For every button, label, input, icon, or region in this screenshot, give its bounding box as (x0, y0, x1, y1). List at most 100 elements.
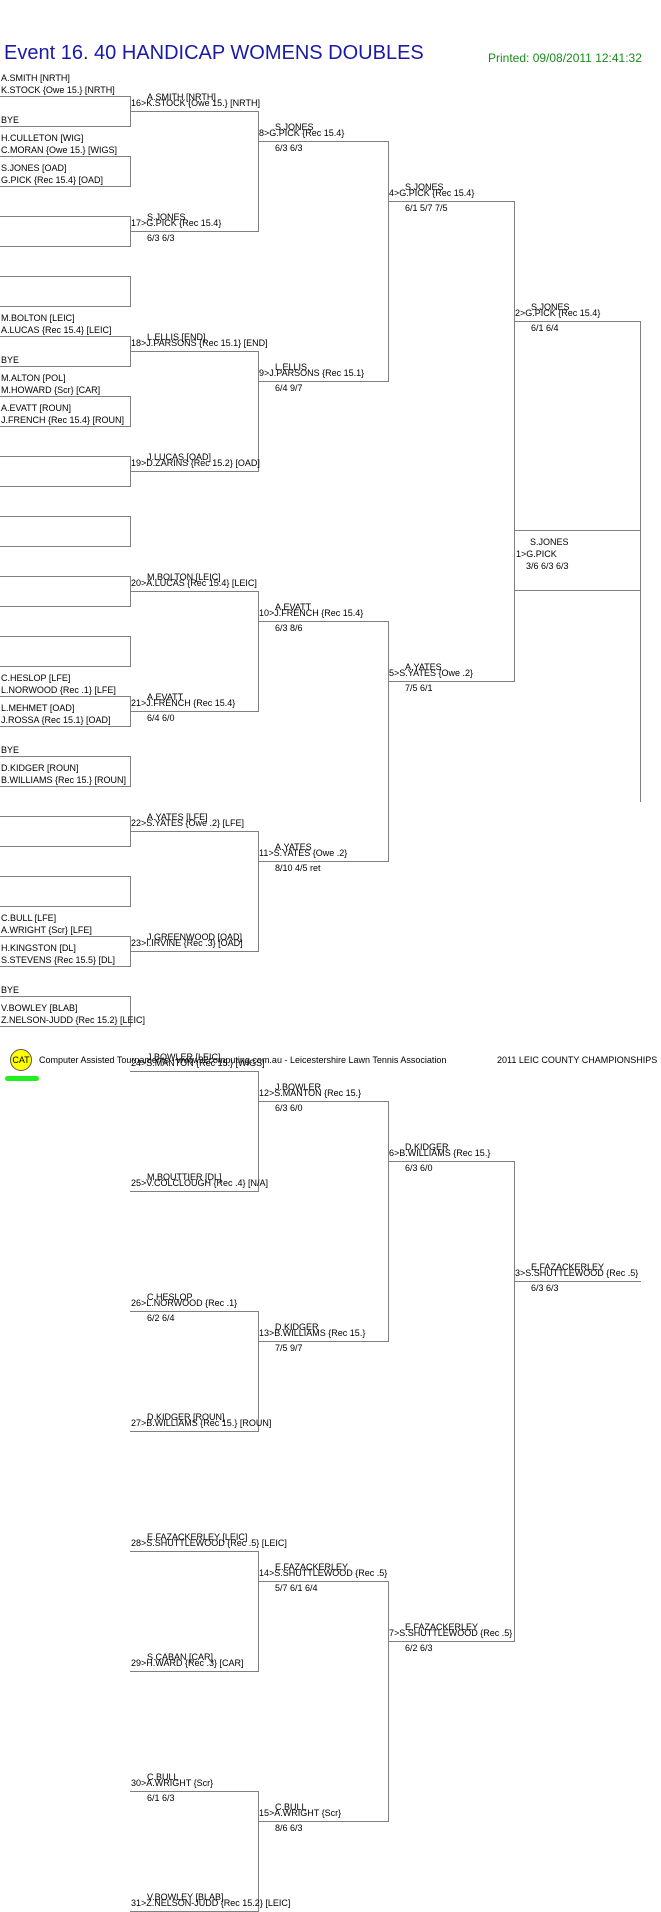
player-entry: A.LUCAS {Rec 15.4} [LEIC] (1, 325, 112, 335)
match-number: 5 (389, 668, 395, 678)
bracket-line (130, 756, 131, 787)
match-arrow: > (264, 128, 270, 138)
match-number: 11 (259, 848, 269, 858)
match-score: 7/5 6/1 (405, 683, 433, 693)
player-entry: H.KINGSTON [DL] (1, 943, 76, 953)
match-winner-name: J.BOWLER [LEIC] (147, 1052, 221, 1062)
bracket-line (258, 621, 389, 622)
bracket-line (0, 846, 131, 847)
match-winner-partner: 22>S.YATES {Owe .2} [LFE] (131, 818, 244, 829)
bracket-line (388, 1581, 389, 1822)
bracket-line (0, 756, 131, 757)
match-arrow: > (141, 1058, 147, 1068)
match-winner-partner: 23>I.IRVINE {Rec .3} [OAD] (131, 938, 243, 949)
match-arrow: > (141, 98, 147, 108)
bracket-line (0, 936, 131, 937)
bracket-line (514, 201, 515, 682)
match-arrow: > (141, 338, 147, 348)
match-winner-name: D.KIDGER (405, 1142, 449, 1152)
bracket-line (130, 231, 259, 232)
match-arrow: > (141, 938, 147, 948)
match-score: 6/3 6/3 (275, 143, 303, 153)
bracket-line (0, 546, 131, 547)
partner-name: I.IRVINE {Rec .3} [OAD] (146, 938, 243, 948)
match-winner-name: A.YATES [LFE] (147, 812, 208, 822)
match-winner-partner: 11>S.YATES {Owe .2} (259, 848, 347, 859)
bracket-line (514, 530, 515, 591)
match-arrow: > (141, 1178, 147, 1188)
match-winner-name: L.ELLIS [END] (147, 332, 206, 342)
player-entry: M.BOLTON [LEIC] (1, 313, 75, 323)
match-arrow: > (520, 308, 526, 318)
bracket-line (0, 966, 131, 967)
partner-name: A.WRIGHT {Scr} (146, 1778, 214, 1788)
bracket-line (514, 1281, 641, 1282)
player-entry: A.SMITH [NRTH] (1, 73, 70, 83)
partner-name: S.YATES {Owe .2} [LFE] (146, 818, 244, 828)
page-title: Event 16. 40 HANDICAP WOMENS DOUBLES (4, 42, 424, 64)
match-score: 6/4 6/0 (147, 713, 175, 723)
match-winner-partner: 27>B.WILLIAMS {Rec 15.} [ROUN] (131, 1418, 271, 1429)
match-score: 8/10 4/5 ret (275, 863, 321, 873)
bracket-line (0, 606, 131, 607)
partner-name: L.NORWOOD {Rec .1} (146, 1298, 238, 1308)
player-entry: L.MEHMET [OAD] (1, 703, 75, 713)
match-arrow: > (141, 698, 147, 708)
match-number: 16 (131, 98, 142, 108)
bracket-line (258, 1101, 389, 1102)
bracket-line (130, 1791, 259, 1792)
bracket-line (130, 396, 131, 427)
match-number: 18 (131, 338, 142, 348)
match-score: 6/1 6/3 (147, 1793, 175, 1803)
match-winner-partner: 3>S.SHUTTLEWOOD {Rec .5} (515, 1268, 638, 1279)
player-entry: G.PICK {Rec 15.4} [OAD] (1, 175, 104, 185)
bracket-line (258, 591, 259, 712)
match-winner-name: A.EVATT (275, 602, 312, 612)
bracket-line (0, 336, 131, 337)
bracket-line (514, 590, 641, 591)
match-number: 20 (131, 578, 142, 588)
match-winner-name: A.YATES (275, 842, 312, 852)
bracket-line (0, 516, 131, 517)
match-score: 6/1 6/4 (531, 323, 559, 333)
bracket-line (130, 351, 259, 352)
match-winner-name: S.JONES (147, 212, 186, 222)
bracket-line (258, 1581, 389, 1582)
bracket-line (258, 831, 259, 952)
match-winner-partner: 6>B.WILLIAMS {Rec 15.} (389, 1148, 490, 1159)
champion-name: S.JONES (530, 537, 569, 547)
match-winner-partner: 8>G.PICK {Rec 15.4} (259, 128, 344, 139)
bracket-line (0, 906, 131, 907)
match-number: 17 (131, 218, 142, 228)
match-number: 4 (389, 188, 395, 198)
bracket-line (640, 321, 641, 802)
match-winner-partner: 12>S.MANTON {Rec 15.} (259, 1088, 361, 1099)
match-winner-name: J.LUCAS [OAD] (147, 452, 212, 462)
bracket-line (130, 1071, 259, 1072)
player-entry: S.JONES [OAD] (1, 163, 67, 173)
bracket-line (0, 876, 131, 877)
match-winner-partner: 5>S.YATES {Owe .2} (389, 668, 473, 679)
player-entry: S.STEVENS {Rec 15.5} [DL] (1, 955, 116, 965)
bracket-line (130, 711, 259, 712)
partner-name: D.ZARINS {Rec 15.2} [OAD] (146, 458, 260, 468)
player-entry: J.FRENCH {Rec 15.4} [ROUN] (1, 415, 125, 425)
match-winner-name: S.JONES (531, 302, 570, 312)
bye-entry: BYE (1, 115, 20, 125)
bracket-line (130, 1191, 259, 1192)
bracket-line (514, 321, 641, 322)
partner-name: G.PICK {Rec 15.4} (525, 308, 601, 318)
bracket-line (514, 530, 641, 531)
partner-name: S.SHUTTLEWOOD {Rec .5} (525, 1268, 639, 1278)
match-winner-partner: 31>Z.NELSON-JUDD {Rec 15.2} [LEIC] (131, 1898, 290, 1909)
match-winner-partner: 13>B.WILLIAMS {Rec 15.} (259, 1328, 365, 1339)
match-number: 19 (131, 458, 142, 468)
bracket-line (0, 696, 131, 697)
bracket-line (130, 1431, 259, 1432)
match-number: 1 (516, 549, 522, 559)
partner-name: S.YATES {Owe .2} (399, 668, 473, 678)
bracket-line (258, 1341, 389, 1342)
bracket-line (130, 636, 131, 667)
bracket-line (258, 1821, 389, 1822)
bracket-line (0, 246, 131, 247)
